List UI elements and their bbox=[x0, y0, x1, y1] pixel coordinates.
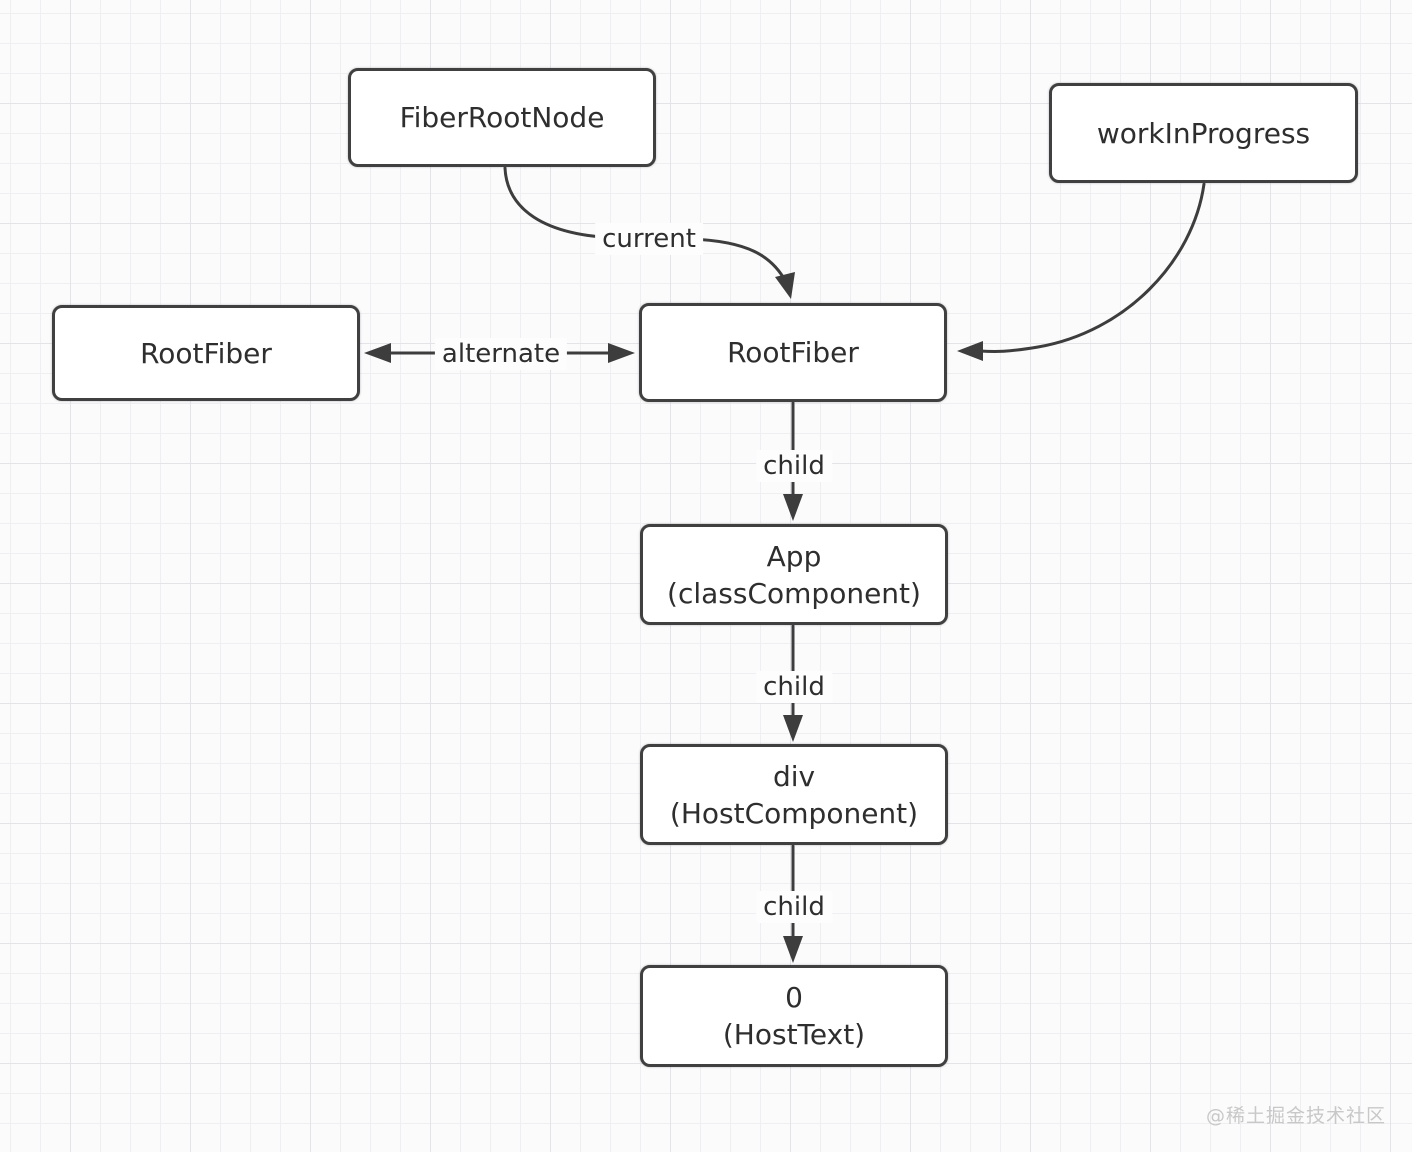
node-rootfiber-left-label: RootFiber bbox=[140, 336, 272, 370]
node-fiberrootnode: FiberRootNode bbox=[348, 68, 656, 167]
node-fiberrootnode-label: FiberRootNode bbox=[399, 101, 605, 134]
node-rootfiber-left: RootFiber bbox=[52, 305, 360, 401]
node-div-hostcomponent: div (HostComponent) bbox=[640, 744, 948, 845]
node-div-line1: div bbox=[772, 759, 816, 793]
node-0-hosttext: 0 (HostText) bbox=[640, 965, 948, 1067]
edge-label-current: current bbox=[595, 223, 703, 255]
edge-label-child-1: child bbox=[756, 450, 832, 482]
node-workinprogress: workInProgress bbox=[1049, 83, 1358, 183]
watermark-text: @稀土掘金技术社区 bbox=[1205, 1105, 1386, 1127]
edge-label-alternate: alternate bbox=[434, 338, 568, 370]
node-hosttext-line2: (HostText) bbox=[722, 1018, 866, 1051]
edge-workinprogress-arrow bbox=[957, 182, 1206, 361]
edge-label-child-2: child bbox=[756, 671, 832, 703]
node-rootfiber-center: RootFiber bbox=[639, 303, 947, 402]
node-hosttext-line1: 0 bbox=[785, 981, 803, 1014]
node-workinprogress-label: workInProgress bbox=[1096, 116, 1311, 150]
node-app-line2: (classComponent) bbox=[667, 576, 921, 610]
node-app-classcomponent: App (classComponent) bbox=[640, 524, 948, 625]
edge-label-child-3: child bbox=[756, 891, 832, 923]
node-div-line2: (HostComponent) bbox=[669, 796, 919, 830]
node-app-line1: App bbox=[766, 539, 822, 573]
node-rootfiber-center-label: RootFiber bbox=[727, 336, 859, 369]
